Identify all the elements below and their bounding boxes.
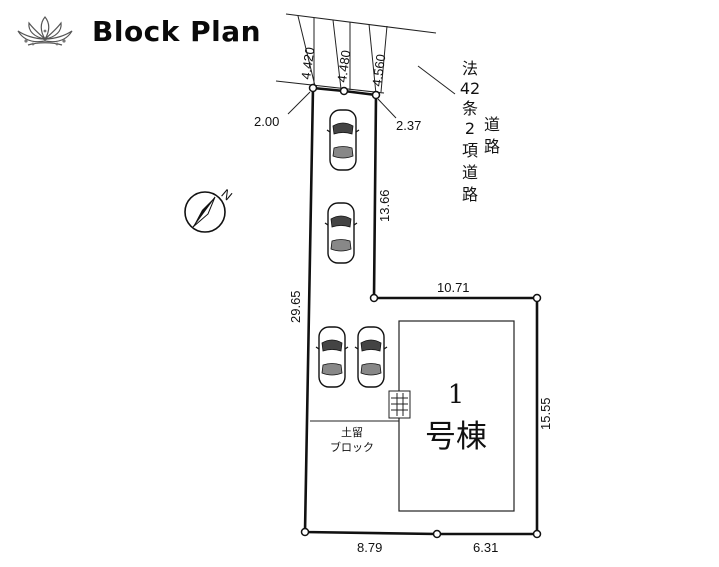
building-number: 1 (448, 380, 465, 410)
road-edge-lines (275, 13, 437, 94)
road-char: 項 (462, 141, 478, 160)
parking-cars (315, 109, 388, 388)
car-icon (324, 202, 358, 264)
side-dim-right: 15.55 (538, 397, 553, 430)
page-title: Block Plan (92, 14, 262, 48)
road-char: 2 (465, 119, 475, 138)
retaining-wall-label-line1: 土留 (341, 426, 363, 439)
side-dim-bottom-left: 8.79 (357, 540, 382, 555)
car-icon (354, 326, 388, 388)
road-char: 道 (462, 163, 478, 182)
building-footprint (398, 320, 515, 512)
road-label: 法 42 条 2 項 道 路 道 路 (460, 59, 500, 204)
frontage-width-2: 4.480 (334, 49, 353, 83)
retaining-wall-label-line2: ブロック (330, 440, 374, 454)
compass-icon: N (184, 186, 235, 233)
boundary-markers (300, 83, 542, 539)
side-dim-driveway: 13.66 (377, 189, 392, 222)
header: Block Plan (14, 10, 261, 52)
road-char: 条 (462, 99, 478, 118)
road-char: 路 (462, 185, 478, 204)
corner-dim-left: 2.00 (254, 114, 279, 129)
corner-dim-right: 2.37 (396, 118, 421, 133)
building-name: 号棟 (425, 419, 487, 455)
lotus-logo-icon (17, 16, 73, 46)
road-char: 道 (484, 115, 500, 134)
road-char: 路 (484, 137, 500, 156)
side-dim-left: 29.65 (288, 290, 303, 323)
entrance-steps-icon (388, 390, 411, 419)
road-char: 42 (460, 79, 480, 98)
side-dim-bottom-right: 6.31 (473, 540, 498, 555)
car-icon (315, 326, 349, 388)
frontage-width-dimensions (297, 15, 388, 95)
car-icon (326, 109, 360, 171)
frontage-width-1: 4.420 (298, 46, 317, 80)
road-char: 法 (462, 59, 478, 78)
road-label-leader (417, 65, 456, 95)
side-dim-upper-step: 10.71 (437, 280, 470, 295)
frontage-width-3: 4.560 (369, 53, 388, 87)
